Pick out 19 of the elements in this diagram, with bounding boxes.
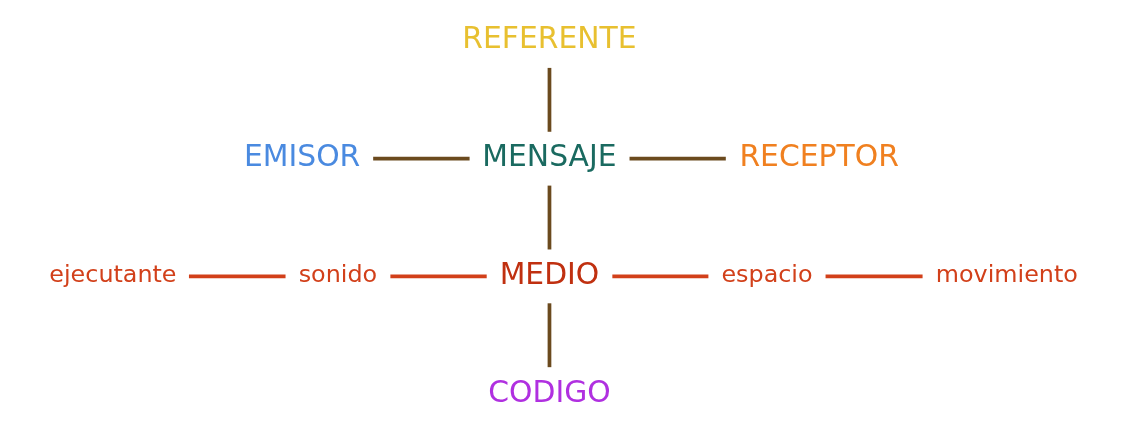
node-text: EMISOR xyxy=(243,138,361,174)
connector xyxy=(629,156,726,161)
node-text: RECEPTOR xyxy=(739,138,899,174)
connector xyxy=(547,303,552,368)
node-text: ejecutante xyxy=(49,260,177,289)
connector xyxy=(825,274,923,279)
node-text: movimiento xyxy=(935,260,1078,289)
node-text: espacio xyxy=(721,260,813,289)
connector xyxy=(188,274,286,279)
node-text: MEDIO xyxy=(499,255,600,291)
connector xyxy=(612,274,709,279)
node-text: CODIGO xyxy=(488,373,611,409)
connector xyxy=(547,185,552,250)
node-text: REFERENTE xyxy=(462,20,637,56)
connector xyxy=(373,156,470,161)
connector xyxy=(547,67,552,132)
node-text: MENSAJE xyxy=(482,138,617,174)
connector xyxy=(390,274,487,279)
node-text: sonido xyxy=(298,260,378,289)
